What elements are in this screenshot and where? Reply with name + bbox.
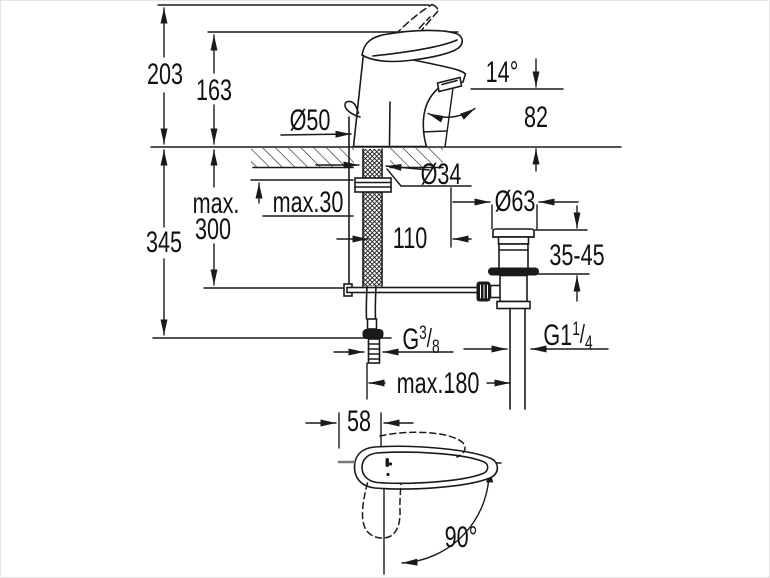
dim-deck-thickness-max30: max.30	[272, 186, 344, 219]
threaded-shank	[363, 149, 382, 286]
dim-spout-height-82: 82	[523, 101, 549, 134]
angle-14-arc	[427, 107, 476, 123]
dim-overall-height-203: 203	[146, 58, 184, 91]
waste-plug-cap	[492, 228, 535, 238]
deck-hatch-right	[390, 148, 443, 167]
dim-spout-height-163: 163	[195, 74, 233, 107]
deck-hatch-left	[251, 148, 354, 167]
dim-body-width-58: 58	[346, 405, 372, 438]
waste-gasket	[488, 267, 539, 276]
hose-nut	[362, 329, 384, 339]
dim-rod-offset-110: 110	[392, 222, 428, 255]
dim-shank-diameter-34: Ø34	[420, 158, 462, 191]
hose-thread-nipple	[367, 338, 381, 364]
dim-depth-345: 345	[145, 226, 183, 259]
top-view-body-inner	[361, 451, 489, 485]
front-view-drawing	[251, 3, 539, 410]
dim-flange-diameter-63: Ø63	[494, 185, 536, 218]
dim-rod-reach-max180: max.180	[396, 367, 480, 400]
dim-max-300: 300	[194, 213, 232, 246]
top-view-handle-swiveled-dashed	[361, 431, 466, 539]
popup-rod-hook	[344, 100, 361, 118]
dim-swivel-angle-90: 90°	[444, 521, 478, 554]
supply-hose	[362, 285, 384, 364]
dim-spout-angle-14: 14°	[485, 56, 519, 89]
angle-90-arc	[401, 466, 494, 566]
dim-base-diameter-50: Ø50	[289, 104, 331, 137]
top-view-drawing	[337, 431, 499, 539]
dim-max-label: max.	[192, 187, 240, 220]
faucet-handle	[361, 29, 463, 63]
mounting-nut	[354, 177, 392, 193]
dimension-arrows	[160, 7, 609, 566]
dim-basin-range-35-45: 35-45	[549, 239, 605, 272]
popup-waste-assembly	[488, 228, 539, 410]
